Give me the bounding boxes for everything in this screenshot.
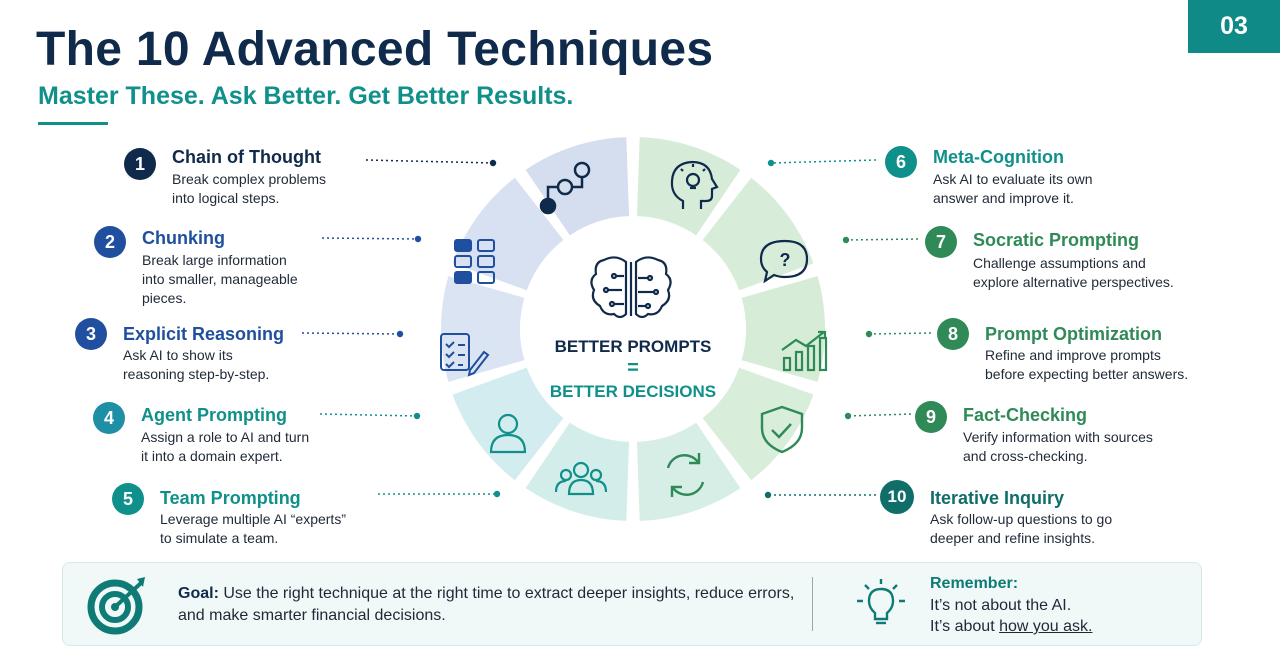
connector-dot-7 xyxy=(842,236,850,244)
technique-number-badge: 9 xyxy=(915,401,947,433)
technique-description: Leverage multiple AI “experts” to simula… xyxy=(160,511,346,546)
center-line-1: BETTER PROMPTS xyxy=(554,337,712,356)
technique-number-badge: 7 xyxy=(925,226,957,258)
goal-text: Use the right technique at the right tim… xyxy=(178,585,795,624)
head-lightbulb-icon xyxy=(670,160,719,209)
technique-description: Break complex problems into logical step… xyxy=(172,171,327,206)
footer-divider xyxy=(812,577,813,631)
technique-description: Ask AI to show its reasoning step-by-ste… xyxy=(123,347,270,382)
connector-line-2 xyxy=(321,237,419,240)
technique-title: Iterative Inquiry xyxy=(930,488,1065,508)
wheel-segment-7 xyxy=(702,177,814,291)
remember-prefix: It’s about xyxy=(930,618,1000,635)
wheel-segment-6 xyxy=(636,137,741,236)
technique-number-badge: 1 xyxy=(124,148,156,180)
remember-link: how you ask. xyxy=(999,618,1093,635)
center-line-2: BETTER DECISIONS xyxy=(549,382,717,401)
technique-title: Agent Prompting xyxy=(141,405,287,425)
connector-line-1 xyxy=(365,159,494,164)
connector-dot-2 xyxy=(414,235,422,243)
technique-number-badge: 6 xyxy=(885,146,917,178)
technique-description: Challenge assumptions and explore altern… xyxy=(973,255,1174,290)
team-icon xyxy=(554,461,608,496)
technique-number-badge: 10 xyxy=(880,480,914,514)
technique-title: Meta-Cognition xyxy=(933,147,1064,167)
page-title: The 10 Advanced Techniques xyxy=(36,23,714,76)
title-underline xyxy=(38,122,108,125)
connector-dot-1 xyxy=(489,159,497,167)
brain-circuit-icon xyxy=(590,256,672,319)
chain-of-thought-icon xyxy=(539,161,591,215)
technique-number-badge: 4 xyxy=(93,402,125,434)
connector-dot-8 xyxy=(865,330,873,338)
connector-line-8 xyxy=(868,332,932,335)
user-icon xyxy=(489,413,527,454)
goal-text-block: Goal: Use the right technique at the rig… xyxy=(178,583,818,627)
technique-number-badge: 5 xyxy=(112,483,144,515)
connector-line-7 xyxy=(845,238,919,241)
goal-label: Goal: xyxy=(178,585,219,602)
remember-line-2: It’s about how you ask. xyxy=(930,618,1092,636)
technique-description: Refine and improve prompts before expect… xyxy=(985,347,1189,382)
remember-line-1: It’s not about the AI. xyxy=(930,597,1072,614)
technique-description: Ask follow-up questions to go deeper and… xyxy=(930,511,1113,546)
connector-line-4 xyxy=(319,413,418,417)
grid-icon xyxy=(454,239,495,284)
wheel-segment-9 xyxy=(702,367,814,481)
question-bubble-icon: ? xyxy=(759,239,809,284)
target-icon xyxy=(87,577,145,635)
technique-number-badge: 3 xyxy=(75,318,107,350)
page-number: 03 xyxy=(1188,0,1280,53)
connector-dot-4 xyxy=(413,412,421,420)
wheel-segment-2 xyxy=(452,177,564,291)
remember-label: Remember: xyxy=(930,575,1019,592)
technique-title: Chunking xyxy=(142,228,225,248)
technique-title: Prompt Optimization xyxy=(985,324,1162,344)
technique-title: Fact-Checking xyxy=(963,405,1088,425)
goal-panel: Goal: Use the right technique at the rig… xyxy=(62,562,1202,646)
technique-number-badge: 2 xyxy=(94,226,126,258)
connector-dot-3 xyxy=(396,330,404,338)
technique-description: Ask AI to evaluate its own answer and im… xyxy=(933,171,1093,206)
page-subtitle: Master These. Ask Better. Get Better Res… xyxy=(38,82,574,110)
svg-text:?: ? xyxy=(780,250,791,270)
connector-dot-6 xyxy=(767,159,775,167)
wheel-segment-5 xyxy=(525,422,630,521)
refresh-icon xyxy=(666,453,705,497)
center-equals: = xyxy=(627,357,639,379)
technique-title: Chain of Thought xyxy=(172,147,321,167)
technique-title: Team Prompting xyxy=(160,488,301,508)
connector-dot-10 xyxy=(764,491,772,499)
wheel-segment-8 xyxy=(741,276,826,382)
shield-check-icon xyxy=(760,405,804,454)
lightbulb-icon xyxy=(857,579,905,625)
growth-chart-icon xyxy=(781,330,828,372)
technique-description: Verify information with sources and cros… xyxy=(963,429,1153,464)
technique-title: Explicit Reasoning xyxy=(123,324,285,344)
wheel-segment-10 xyxy=(636,422,741,521)
connector-line-3 xyxy=(301,332,401,335)
wheel-segment-4 xyxy=(452,367,564,481)
technique-title: Socratic Prompting xyxy=(973,230,1140,250)
technique-number-badge: 8 xyxy=(937,318,969,350)
connector-dot-5 xyxy=(493,490,501,498)
technique-description: Break large information into smaller, ma… xyxy=(142,252,298,306)
connector-line-9 xyxy=(847,413,912,417)
technique-description: Assign a role to AI and turn it into a d… xyxy=(141,429,310,464)
connector-dot-9 xyxy=(844,412,852,420)
checklist-icon xyxy=(440,333,490,377)
wheel-center xyxy=(522,218,744,440)
